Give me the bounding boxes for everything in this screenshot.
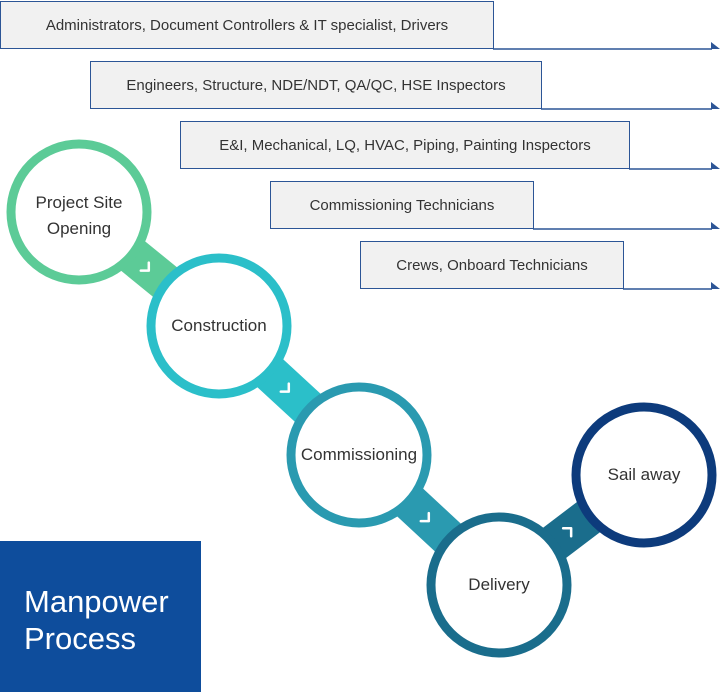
stage-chevrons (139, 261, 573, 538)
stage-ring-1 (6, 139, 152, 285)
role-box-2: Engineers, Structure, NDE/NDT, QA/QC, HS… (90, 61, 542, 109)
chevron-icon-2 (279, 382, 291, 393)
role-box-3: E&I, Mechanical, LQ, HVAC, Piping, Paint… (180, 121, 630, 169)
role-arrows (493, 42, 720, 290)
stage-ring-4 (426, 512, 572, 658)
title-box: Manpower Process (0, 541, 201, 692)
stage-label-delivery: Delivery (468, 575, 530, 594)
stage-ring-2 (146, 253, 292, 399)
arrowhead-4 (711, 222, 720, 229)
stage-label-site-opening: Project Site Opening (35, 193, 123, 238)
title-line-2: Process (24, 621, 136, 656)
role-box-5: Crews, Onboard Technicians (360, 241, 624, 289)
role-box-4: Commissioning Technicians (270, 181, 534, 229)
stage-rings (6, 139, 717, 658)
title-line-1: Manpower (24, 584, 169, 619)
role-box-1: Administrators, Document Controllers & I… (0, 1, 494, 49)
arrowhead-1 (711, 42, 720, 49)
stage-label-construction: Construction (171, 316, 267, 335)
chevron-icon-4 (561, 527, 573, 538)
arrowhead-3 (711, 162, 720, 169)
stage-ring-5 (571, 402, 717, 548)
arrowhead-5 (711, 282, 720, 289)
stage-label-sail-away: Sail away (607, 465, 681, 484)
chevron-icon-1 (139, 261, 151, 272)
chevron-icon-3 (419, 511, 431, 523)
stage-label-commissioning: Commissioning (300, 445, 418, 464)
stage-ring-3 (286, 382, 432, 528)
arrowhead-2 (711, 102, 720, 109)
